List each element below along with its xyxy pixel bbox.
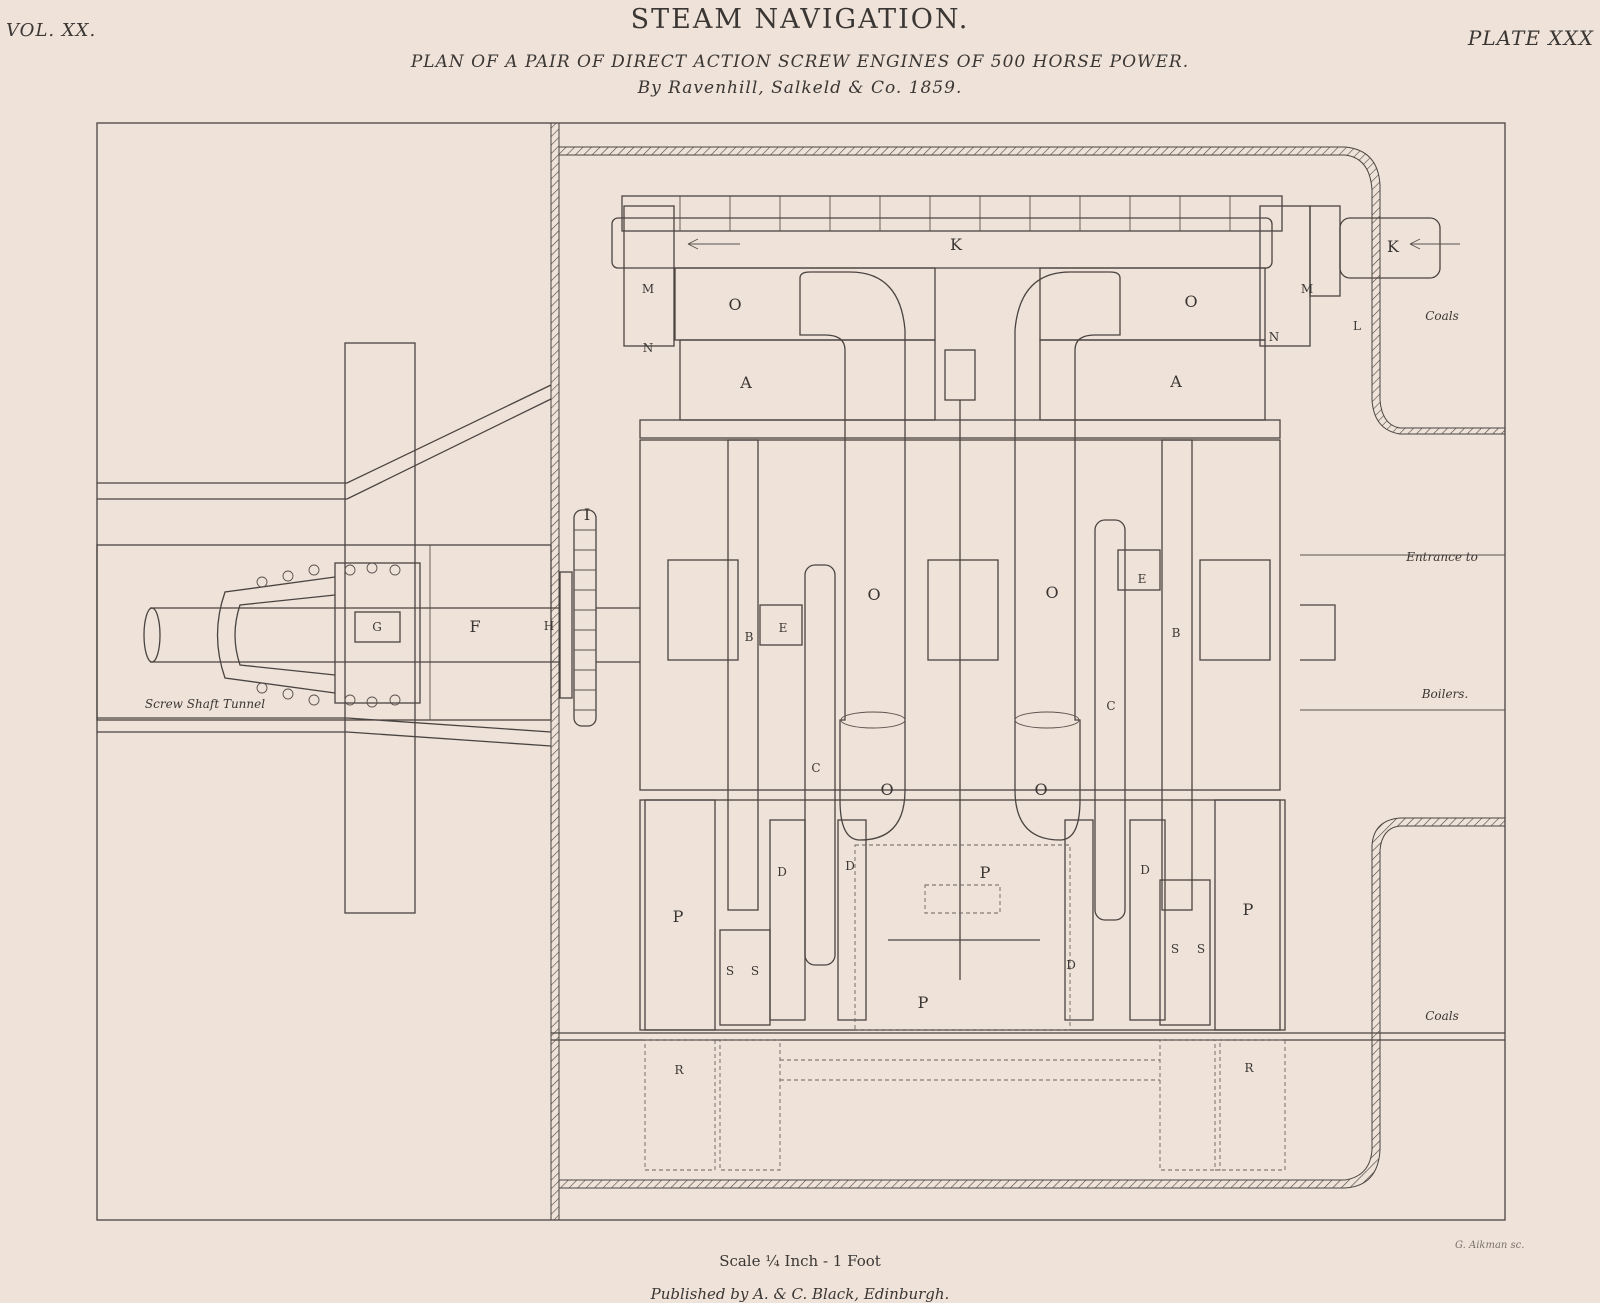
- label-A-right: A: [1169, 372, 1182, 391]
- label-D-2: D: [845, 859, 855, 873]
- engine-room-walls: [550, 122, 1506, 1221]
- label-F: F: [469, 617, 480, 636]
- label-N-left: N: [643, 341, 654, 355]
- engine-bed: [551, 195, 1505, 1041]
- label-P-lower: P: [918, 993, 929, 1012]
- label-G: G: [372, 620, 382, 634]
- label-B-left: B: [745, 630, 754, 644]
- label-C-left: C: [811, 761, 820, 775]
- plate-number: PLATE XXX: [1467, 26, 1594, 50]
- label-O-top-right: O: [1184, 292, 1197, 311]
- label-O-low-left: O: [880, 780, 893, 799]
- label-E-right: E: [1138, 572, 1147, 586]
- label-B-right: B: [1172, 626, 1181, 640]
- label-S-4: S: [1197, 942, 1205, 956]
- note-coals-bottom: Coals: [1425, 1009, 1459, 1023]
- label-O-mid-right: O: [1045, 583, 1058, 602]
- note-boilers: Boilers.: [1421, 687, 1469, 701]
- exhaust-pipe: [611, 205, 1460, 347]
- label-K-exhaust: K: [950, 235, 963, 254]
- volume-number: VOL. XX.: [6, 20, 97, 41]
- tunnel-bulkheads: [96, 342, 552, 914]
- publisher-line: Published by A. & C. Black, Edinburgh.: [650, 1285, 950, 1303]
- plate-title: STEAM NAVIGATION.: [630, 4, 970, 35]
- label-H: H: [544, 619, 554, 633]
- area-notes: Coals Entrance to Boilers. Coals Screw S…: [145, 309, 1478, 1023]
- note-entrance: Entrance to: [1405, 550, 1478, 564]
- scale-note: Scale ¼ Inch - 1 Foot: [719, 1252, 881, 1270]
- label-D-3: D: [1066, 958, 1076, 972]
- label-E-left: E: [779, 621, 788, 635]
- drawing-frame: [96, 122, 1506, 1221]
- label-O-mid-left: O: [867, 585, 880, 604]
- label-P-center: P: [980, 863, 991, 882]
- label-M-right: M: [1301, 282, 1313, 296]
- label-S-2: S: [751, 964, 759, 978]
- label-C-right: C: [1106, 699, 1115, 713]
- label-P-left: P: [673, 907, 684, 926]
- label-A-left: A: [739, 373, 752, 392]
- label-N-right: N: [1269, 330, 1280, 344]
- label-O-low-right: O: [1034, 780, 1047, 799]
- note-coals-top: Coals: [1425, 309, 1459, 323]
- label-R-right: R: [1244, 1061, 1254, 1075]
- label-I: I: [584, 505, 590, 524]
- label-P-right: P: [1243, 900, 1254, 919]
- plate-byline: By Ravenhill, Salkeld & Co. 1859.: [637, 78, 963, 98]
- screw-shaft: [143, 509, 1336, 727]
- label-L: L: [1353, 319, 1361, 333]
- label-K-outlet: K: [1387, 237, 1400, 256]
- piston-rods: [667, 349, 1271, 980]
- air-pumps: [644, 799, 1286, 1031]
- label-D-1: D: [777, 865, 787, 879]
- cylinders: [674, 267, 1266, 421]
- feed-pumps: [644, 1039, 1286, 1171]
- note-tunnel: Screw Shaft Tunnel: [145, 697, 265, 711]
- part-labels: K K M M N N L O O A A I G F H B B E E O …: [372, 235, 1400, 1077]
- label-R-left: R: [674, 1063, 684, 1077]
- label-S-3: S: [1171, 942, 1179, 956]
- label-D-4: D: [1140, 863, 1150, 877]
- label-S-1: S: [726, 964, 734, 978]
- label-M-left: M: [642, 282, 654, 296]
- label-O-top-left: O: [728, 295, 741, 314]
- steam-pipes: [799, 271, 1121, 841]
- plate-subtitle: PLAN OF A PAIR OF DIRECT ACTION SCREW EN…: [410, 52, 1190, 72]
- engraver-credit: G. Aikman sc.: [1455, 1240, 1525, 1251]
